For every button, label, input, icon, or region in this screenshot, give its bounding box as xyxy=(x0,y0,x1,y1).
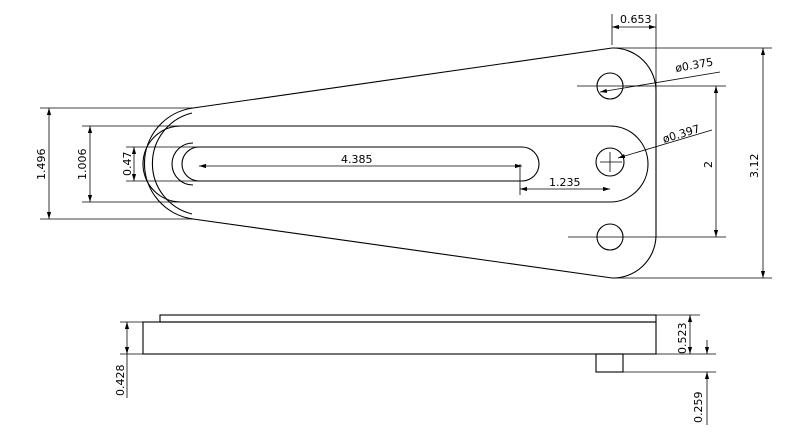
outer-band xyxy=(142,125,649,203)
dim-hole-spacing: 2 xyxy=(702,161,715,168)
dim-plate-thickness: 0.523 xyxy=(676,323,689,355)
leader-line xyxy=(617,129,713,159)
plate-top-face xyxy=(159,314,657,323)
plate-body xyxy=(142,321,657,355)
dim-hole-center: ø0.397 xyxy=(661,122,701,146)
dim-slot-width: 0.47 xyxy=(121,152,134,177)
dim-hub-width: 0.653 xyxy=(620,13,652,26)
link-outline xyxy=(143,47,657,279)
hole-center xyxy=(595,147,625,177)
dim-slot-to-hole: 1.235 xyxy=(549,176,581,189)
dim-outer-height: 1.496 xyxy=(35,149,48,181)
dim-hole-small: ø0.375 xyxy=(674,56,714,75)
leader-line xyxy=(599,71,721,93)
side-view: 0.428 0.523 0.259 xyxy=(114,314,716,425)
slot xyxy=(181,146,540,182)
dim-boss-height: 0.259 xyxy=(692,392,705,424)
dim-overall-height: 3.12 xyxy=(748,154,761,179)
boss xyxy=(595,353,624,373)
top-view: 0.653 ø0.375 ø0.397 1.496 1.006 0.47 4.3… xyxy=(35,13,772,279)
left-arc-inner xyxy=(171,142,194,186)
dim-slot-length: 4.385 xyxy=(341,153,373,166)
dim-band-height: 1.006 xyxy=(76,149,89,181)
left-arc-mid xyxy=(151,112,193,215)
dim-total-thickness: 0.428 xyxy=(114,365,127,397)
